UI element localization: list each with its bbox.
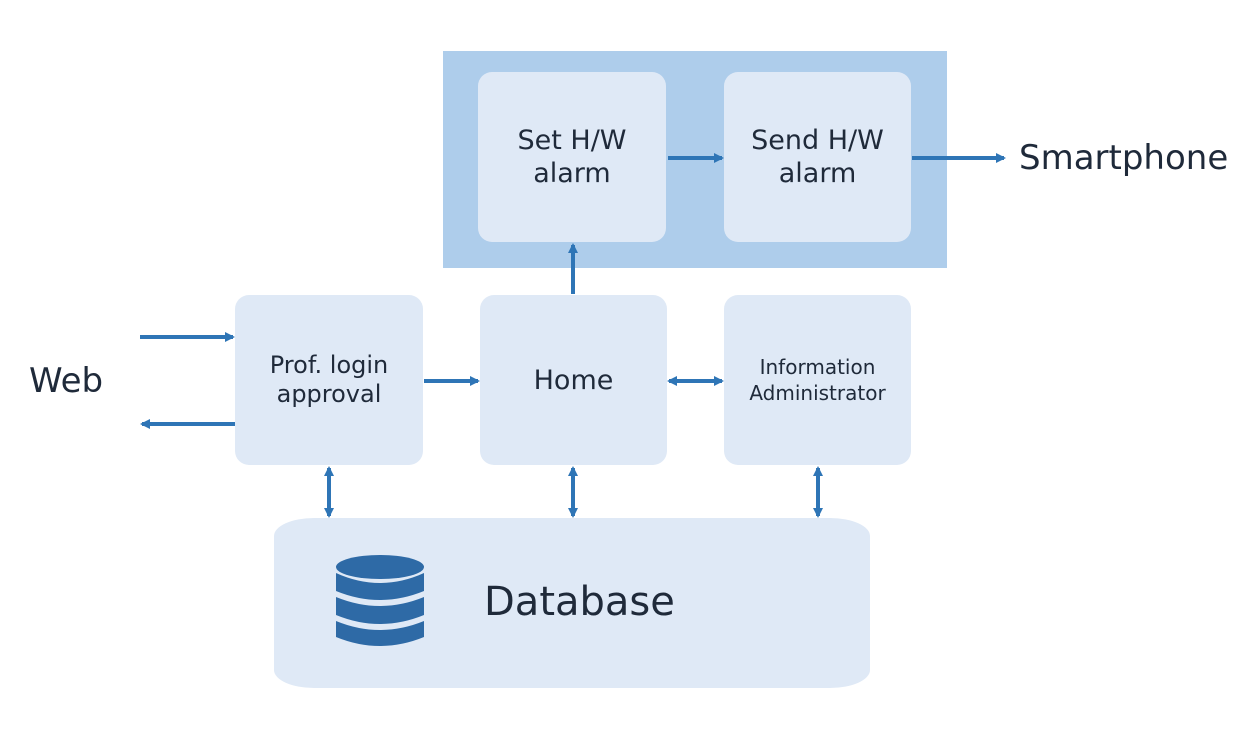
prof-login-approval-label: Prof. login approval	[269, 351, 389, 408]
home-box: Home	[480, 295, 667, 465]
set-hw-alarm-label: Set H/W alarm	[517, 125, 627, 189]
information-administrator-label: Information Administrator	[749, 355, 886, 405]
prof-login-approval-box: Prof. login approval	[235, 295, 423, 465]
database-label: Database	[484, 579, 675, 625]
send-hw-alarm-label: Send H/W alarm	[751, 125, 884, 189]
web-label: Web	[29, 361, 104, 401]
database-box	[274, 518, 870, 688]
send-hw-alarm-box: Send H/W alarm	[724, 72, 911, 242]
home-label: Home	[533, 364, 614, 396]
information-administrator-box: Information Administrator	[724, 295, 911, 465]
database-icon	[336, 555, 424, 646]
smartphone-label: Smartphone	[1019, 138, 1229, 178]
set-hw-alarm-box: Set H/W alarm	[478, 72, 666, 242]
